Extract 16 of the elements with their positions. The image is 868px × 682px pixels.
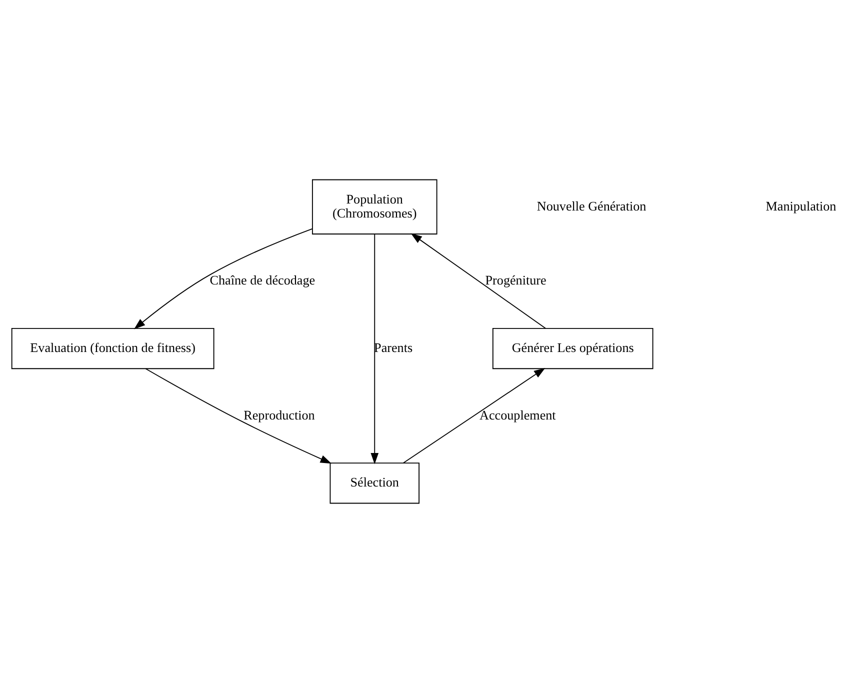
- arrow: [145, 368, 332, 464]
- arrow: [403, 367, 546, 463]
- node-box: Sélection: [330, 462, 420, 504]
- node-box: Générer Les opérations: [492, 327, 654, 369]
- arrow: [134, 228, 313, 329]
- label: Manipulation: [766, 198, 836, 213]
- edge-label: Reproduction: [244, 406, 315, 422]
- edge-label: Accouplement: [480, 406, 556, 422]
- arrow: [370, 233, 379, 464]
- edge-label: Progéniture: [485, 272, 546, 288]
- edge-label: Chaîne de décodage: [210, 272, 316, 288]
- label: Nouvelle Génération: [536, 198, 646, 213]
- edge-label: Parents: [374, 339, 413, 354]
- node-box: Population (Chromosomes): [312, 178, 438, 234]
- arrow: [410, 232, 546, 328]
- node-box: Evaluation (fonction de fitness): [11, 327, 214, 369]
